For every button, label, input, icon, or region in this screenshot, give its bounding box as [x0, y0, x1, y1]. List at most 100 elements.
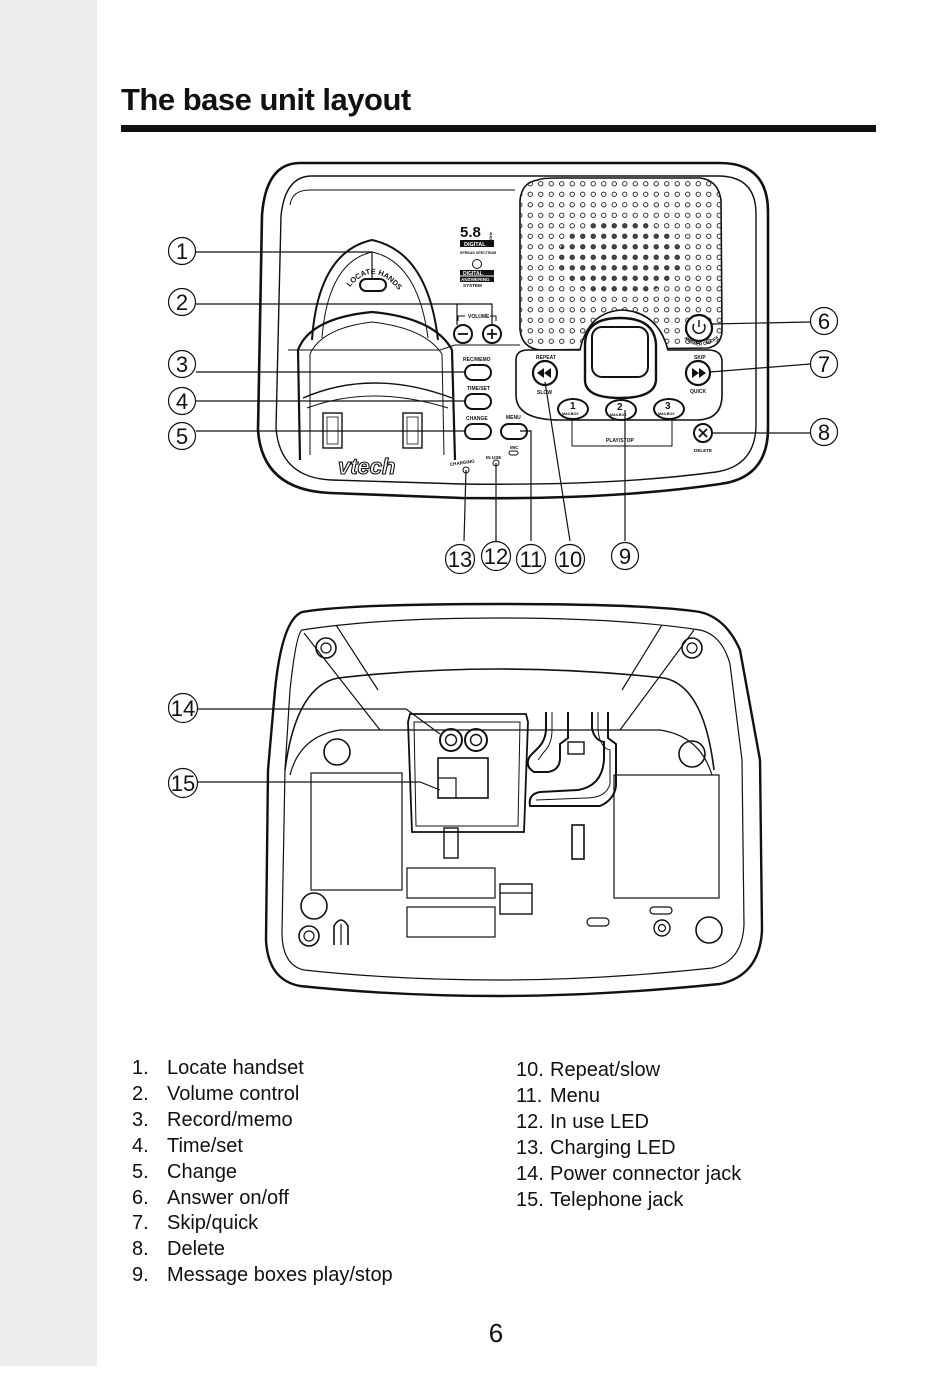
label-slot-1	[406, 867, 496, 899]
legend-item: 8. Delete	[132, 1237, 393, 1263]
page-margin-strip	[0, 0, 97, 1366]
callout-8: 8	[809, 417, 839, 447]
callout-2-number: 2	[176, 290, 188, 315]
legend-item: 15. Telephone jack	[516, 1188, 741, 1214]
legend-label: Charging LED	[550, 1136, 676, 1159]
locate-handset-button[interactable]	[359, 278, 387, 292]
screw-top-right	[681, 637, 703, 659]
legend-label: Menu	[550, 1084, 601, 1107]
callout-14: 14	[167, 692, 199, 724]
cord-channel-1	[526, 712, 569, 773]
mailbox-1-button[interactable]: 1 MAILBOX	[557, 398, 589, 420]
title-rule	[121, 125, 876, 132]
fast-forward-icon	[692, 368, 706, 378]
badge-answering-bar	[460, 270, 494, 276]
callout-5: 5	[167, 421, 197, 451]
callout-12: 12	[480, 540, 512, 572]
legend-label: Time/set	[167, 1134, 243, 1157]
volume-down-button[interactable]	[453, 324, 473, 344]
legend-item: 2. Volume control	[132, 1082, 393, 1108]
label-slot-2	[406, 906, 496, 938]
legend-num: 5.	[132, 1160, 149, 1183]
legend-item: 7. Skip/quick	[132, 1211, 393, 1237]
legend-right: 10.Repeat/slow 11.Menu 12.In use LED 13.…	[516, 1058, 741, 1213]
power-connector-jack-2	[464, 728, 488, 752]
menu-label: MENU	[506, 415, 521, 421]
callout-6: 6	[809, 306, 839, 336]
change-button[interactable]	[464, 423, 492, 440]
screw-bottom-left	[298, 925, 320, 947]
legend-num: 13.	[516, 1136, 544, 1159]
callout-7-number: 7	[818, 352, 830, 377]
quick-label: QUICK	[690, 389, 707, 395]
badge-freq: 5.8	[460, 224, 481, 241]
base-top-view: LOCATE HANDSET 5.8 GHz DIGITAL SPREAD SP…	[0, 0, 770, 500]
skip-button[interactable]	[684, 359, 712, 387]
callout-1: 1	[167, 236, 197, 266]
pad-right	[613, 774, 720, 899]
badge-ghz: GHz	[488, 232, 493, 240]
callout-13-number: 13	[448, 547, 472, 572]
legend-label: Locate handset	[167, 1057, 304, 1079]
callout-13: 13	[444, 543, 476, 575]
lcd-display	[591, 326, 649, 378]
mailbox-2-button[interactable]: 2 MAILBOX	[605, 399, 637, 421]
legend-label: Answer on/off	[167, 1186, 289, 1209]
callout-4: 4	[167, 386, 197, 416]
badge-answering-bar-2	[460, 276, 494, 282]
mic-opening	[508, 450, 519, 456]
legend-num: 1.	[132, 1057, 149, 1079]
legend-num: 12.	[516, 1110, 544, 1133]
rec-memo-button[interactable]	[464, 364, 492, 381]
legend-label: Telephone jack	[550, 1188, 684, 1211]
screw-bottom-mid	[653, 919, 671, 937]
answer-on-off-button[interactable]	[684, 313, 714, 343]
page-title: The base unit layout	[121, 82, 411, 117]
change-label: CHANGE	[466, 416, 488, 422]
legend-num: 15.	[516, 1188, 544, 1211]
base-unit-diagram: LOCATE HANDSET 5.8 GHz DIGITAL SPREAD SP…	[0, 0, 839, 998]
callout-5-number: 5	[176, 424, 188, 449]
mailbox-3-button[interactable]: 3 MAILBOX	[653, 398, 685, 420]
tape-icon	[472, 259, 482, 269]
legend-num: 7.	[132, 1212, 149, 1235]
legend-item: 1. Locate handset	[132, 1056, 393, 1082]
hook	[333, 919, 349, 945]
callout-7: 7	[809, 349, 839, 379]
legend-label: Delete	[167, 1238, 225, 1261]
base-panel-edge	[289, 189, 515, 206]
callout-10: 10	[554, 543, 586, 575]
delete-button[interactable]	[693, 423, 713, 443]
legend-num: 8.	[132, 1238, 149, 1261]
badge-answering-2: ANSWERING	[461, 277, 490, 282]
callout-15: 15	[167, 767, 199, 799]
mailbox-3-number: 3	[665, 401, 671, 412]
callout-15-number: 15	[171, 771, 195, 796]
delete-label: DELETE	[694, 448, 712, 453]
legend-num: 2.	[132, 1082, 149, 1105]
base-outer-shell	[256, 161, 770, 500]
callout-leaders	[196, 251, 811, 542]
legend-item: 14.Power connector jack	[516, 1162, 741, 1188]
skip-label: SKIP	[694, 355, 706, 361]
time-set-button[interactable]	[464, 393, 492, 410]
legend-label: Record/memo	[167, 1108, 293, 1131]
badge-spread: SPREAD SPECTRUM	[460, 251, 496, 255]
mailbox-1-number: 1	[570, 401, 576, 412]
latch	[499, 883, 533, 915]
volume-up-button[interactable]	[482, 324, 502, 344]
repeat-button[interactable]	[531, 359, 559, 387]
legend-label: Skip/quick	[167, 1212, 259, 1235]
badge-digital: DIGITAL	[464, 242, 486, 248]
callout-12-number: 12	[484, 544, 508, 569]
legend-label: Volume control	[167, 1082, 300, 1105]
legend-num: 10.	[516, 1059, 544, 1081]
in-use-label: IN USE	[486, 455, 501, 460]
legend-item: 6.Answer on/off	[132, 1186, 393, 1212]
bottom-callout-leaders	[197, 708, 441, 791]
locate-handset-label: LOCATE HANDSET	[0, 0, 404, 292]
legend-label: Power connector jack	[550, 1162, 742, 1185]
base-inner-shell	[275, 175, 757, 485]
jack-housing	[407, 713, 529, 833]
callout-9: 9	[610, 541, 640, 571]
